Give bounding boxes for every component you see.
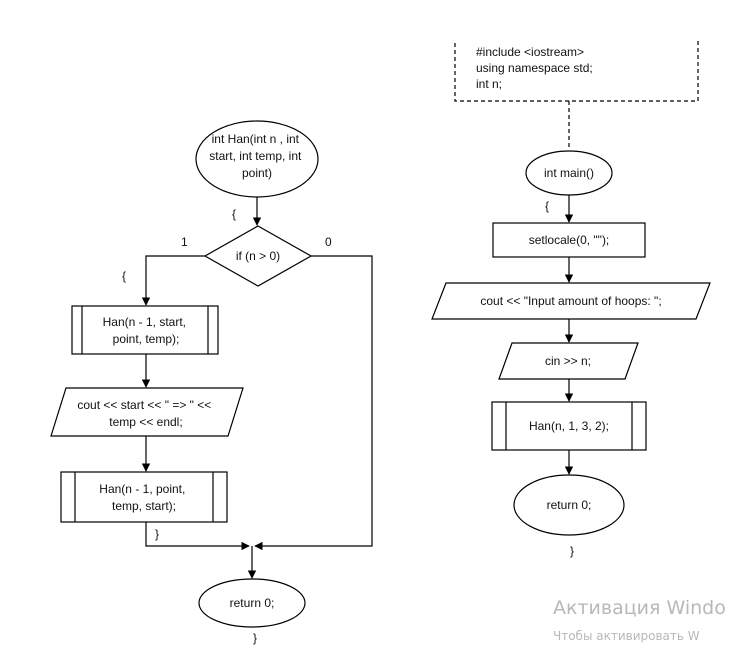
han-call-1-line-1: Han(n - 1, start, (103, 315, 186, 329)
prompt-label: cout << "Input amount of hoops: "; (480, 294, 661, 308)
comment-line-2: using namespace std; (476, 61, 593, 75)
close-brace-1: } (155, 527, 159, 541)
han-header-line-3: point) (242, 166, 272, 180)
if-decision-diamond (203, 225, 313, 287)
han-call-2-line-1: Han(n - 1, point, (99, 482, 185, 496)
han-header-line-2: start, int temp, int (209, 149, 302, 163)
left-return-ellipse (198, 578, 306, 628)
branch-false-label: 0 (325, 235, 332, 249)
activation-watermark-title: Активация Windo (553, 597, 726, 619)
prompt-output-parallelogram (431, 282, 711, 320)
han-call-1-label: Han(n - 1, start, point, temp); (103, 315, 190, 346)
open-brace-1: { (232, 207, 236, 221)
cout-output-label: cout << start << " => " << temp << endl; (77, 398, 214, 429)
main-header-label: int main() (544, 166, 594, 180)
han-header-line-1: int Han(int n , int (212, 132, 300, 146)
main-return-label: return 0; (547, 498, 592, 512)
main-close-brace: } (570, 544, 574, 558)
branch-true-label: 1 (181, 235, 188, 249)
comment-line-3: int n; (476, 77, 502, 91)
han-call-1-process (71, 305, 219, 355)
open-brace-2: { (122, 269, 126, 283)
han-main-call-process (491, 401, 647, 451)
close-brace-2: } (253, 631, 257, 645)
cin-label: cin >> n; (545, 354, 591, 368)
decision-label: if (n > 0) (236, 249, 280, 263)
han-call-2-process (60, 471, 228, 523)
han-call-2-label: Han(n - 1, point, temp, start); (99, 482, 188, 513)
main-open-brace: { (545, 199, 549, 213)
setlocale-label: setlocale(0, ""); (529, 233, 610, 247)
cout-line-1: cout << start << " => " << (77, 398, 211, 412)
han-call-1-line-2: point, temp); (113, 332, 180, 346)
activation-watermark-subtitle: Чтобы активировать W (553, 629, 700, 643)
main-return-ellipse (513, 474, 625, 536)
han-call-2-line-2: temp, start); (112, 499, 176, 513)
cout-output-parallelogram (50, 387, 244, 437)
comment-line-1: #include <iostream> (476, 45, 584, 59)
setlocale-process (492, 222, 646, 258)
left-return-label: return 0; (230, 596, 275, 610)
include-comment-bracket (454, 41, 699, 102)
cout-line-2: temp << endl; (109, 415, 182, 429)
cin-input-parallelogram (498, 342, 639, 380)
han-main-call-label: Han(n, 1, 3, 2); (529, 419, 609, 433)
include-comment-text: #include <iostream> using namespace std;… (476, 45, 596, 91)
han-function-label: int Han(int n , int start, int temp, int… (209, 132, 304, 180)
